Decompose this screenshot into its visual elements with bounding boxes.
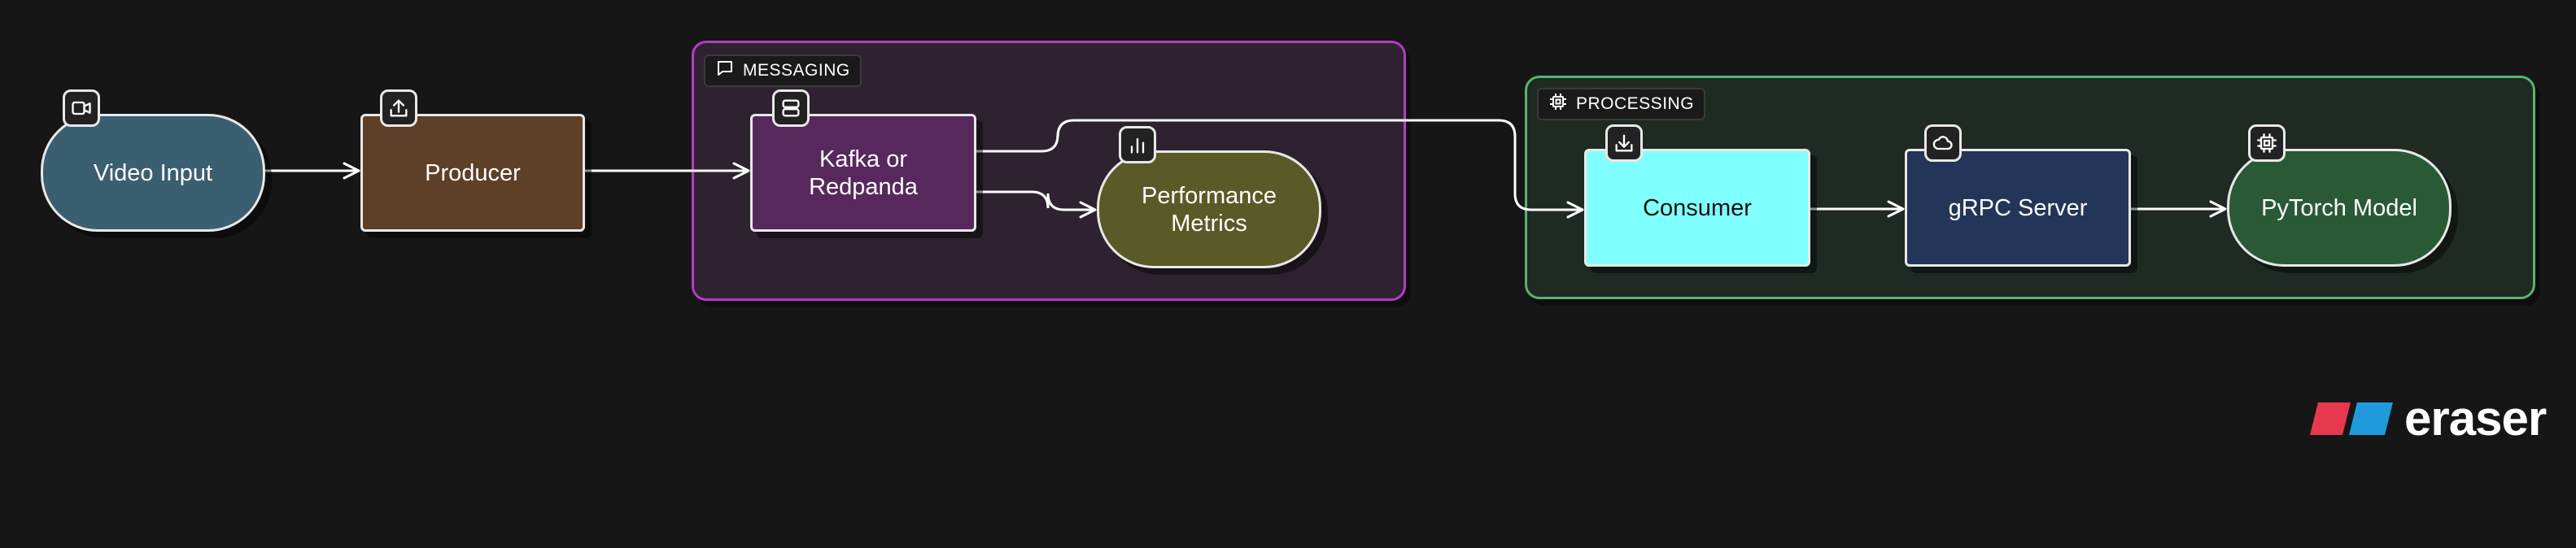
kafka-redpanda-node[interactable]: Kafka or Redpanda bbox=[750, 114, 976, 232]
video-camera-icon bbox=[63, 89, 100, 127]
processing-group-label: PROCESSING bbox=[1537, 88, 1706, 120]
cloud-icon bbox=[1924, 124, 1962, 162]
kafka-redpanda-label: Kafka or Redpanda bbox=[809, 146, 918, 200]
consumer-label: Consumer bbox=[1643, 194, 1752, 221]
bar-chart-icon bbox=[1119, 126, 1156, 163]
cpu-chip-icon bbox=[2248, 124, 2286, 162]
performance-metrics-node[interactable]: Performance Metrics bbox=[1097, 150, 1321, 268]
pytorch-model-node[interactable]: PyTorch Model bbox=[2227, 149, 2452, 267]
messaging-group-title: MESSAGING bbox=[743, 61, 850, 80]
video-input-label: Video Input bbox=[93, 159, 213, 186]
eraser-wordmark: eraser bbox=[2404, 391, 2547, 446]
grpc-server-node[interactable]: gRPC Server bbox=[1905, 149, 2131, 267]
performance-metrics-label: Performance Metrics bbox=[1141, 182, 1277, 237]
download-icon bbox=[1605, 124, 1643, 162]
eraser-logo-icon bbox=[2310, 402, 2393, 435]
database-server-icon bbox=[772, 89, 810, 127]
chat-bubble-icon bbox=[715, 59, 735, 83]
upload-icon bbox=[380, 89, 417, 127]
video-input-node[interactable]: Video Input bbox=[41, 114, 265, 232]
producer-label: Producer bbox=[425, 159, 521, 186]
eraser-brand[interactable]: eraser bbox=[2307, 391, 2547, 446]
grpc-server-label: gRPC Server bbox=[1948, 194, 2088, 221]
cpu-chip-icon bbox=[1548, 92, 1568, 116]
pytorch-model-label: PyTorch Model bbox=[2261, 194, 2417, 221]
processing-group-title: PROCESSING bbox=[1576, 94, 1695, 113]
messaging-group-label: MESSAGING bbox=[704, 54, 862, 87]
producer-node[interactable]: Producer bbox=[360, 114, 585, 232]
consumer-node[interactable]: Consumer bbox=[1584, 149, 1810, 267]
